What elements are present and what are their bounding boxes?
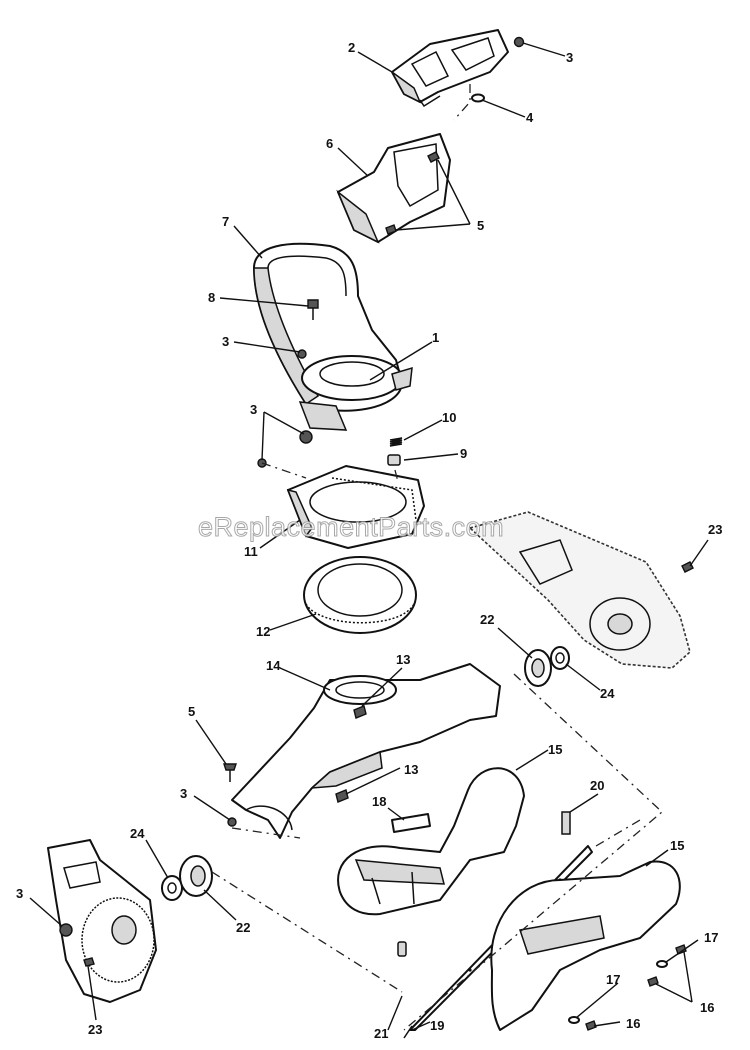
part-23-screw — [83, 957, 95, 967]
callout-17: 17 — [704, 930, 718, 945]
part-22-bearing — [179, 855, 213, 897]
callout-9: 9 — [460, 446, 467, 461]
part-12-chute-ring — [303, 556, 417, 634]
callout-16: 16 — [700, 1000, 714, 1015]
part-17-washer — [568, 960, 668, 1024]
callout-10: 10 — [442, 410, 456, 425]
callout-21: 21 — [374, 1026, 388, 1041]
callout-22: 22 — [480, 612, 494, 627]
callout-11: 11 — [244, 544, 258, 559]
watermark-text: eReplacementParts.com — [198, 512, 504, 542]
assembly-center-lines — [211, 84, 663, 1031]
part-24-spacer — [550, 646, 570, 670]
part-9-pin — [387, 454, 401, 466]
part-7-chute — [253, 242, 413, 431]
callout-18: 18 — [372, 794, 386, 809]
callout-3: 3 — [250, 402, 257, 417]
part-22-bearing — [524, 649, 552, 687]
callout-17: 17 — [606, 972, 620, 987]
callout-15: 15 — [670, 838, 684, 853]
part-14-auger-housing — [231, 663, 501, 839]
callout-12: 12 — [256, 624, 270, 639]
callout-13: 13 — [396, 652, 410, 667]
callout-5: 5 — [188, 704, 195, 719]
right-side-plate-ghost — [468, 511, 691, 669]
callout-5: 5 — [477, 218, 484, 233]
part-18-key — [391, 813, 431, 833]
part-10-spring — [389, 437, 403, 447]
callout-1: 1 — [432, 330, 439, 345]
part-3-nut — [59, 923, 73, 937]
callout-3: 3 — [222, 334, 229, 349]
callout-23: 23 — [88, 1022, 102, 1037]
callout-leader-lines — [29, 42, 709, 1031]
callout-8: 8 — [208, 290, 215, 305]
part-16-screw — [585, 944, 687, 1031]
callout-labels: 2 3 4 6 5 7 8 3 1 3 10 9 11 12 23 22 24 … — [16, 40, 722, 1041]
left-side-plate — [47, 839, 157, 1003]
callout-19: 19 — [430, 1018, 444, 1033]
part-6-chute-deflector-lower — [336, 133, 451, 244]
callout-2: 2 — [348, 40, 355, 55]
callout-14: 14 — [266, 658, 281, 673]
part-15-auger-lower — [490, 860, 681, 1031]
callout-3: 3 — [566, 50, 573, 65]
callout-13: 13 — [404, 762, 418, 777]
part-2-chute-deflector — [391, 29, 509, 108]
part-4-washer — [471, 93, 485, 103]
callout-6: 6 — [326, 136, 333, 151]
part-5-bolt — [385, 151, 440, 235]
callout-23: 23 — [708, 522, 722, 537]
part-13-bolt — [335, 705, 367, 803]
callout-24: 24 — [600, 686, 615, 701]
callout-20: 20 — [590, 778, 604, 793]
part-3-nut — [513, 36, 525, 48]
part-15-auger — [337, 767, 525, 916]
callout-4: 4 — [526, 110, 534, 125]
callout-3: 3 — [16, 886, 23, 901]
part-5-bolt — [223, 763, 237, 782]
callout-22: 22 — [236, 920, 250, 935]
callout-3: 3 — [180, 786, 187, 801]
part-11-ring-gear — [286, 465, 425, 549]
callout-15: 15 — [548, 742, 562, 757]
callout-24: 24 — [130, 826, 145, 841]
part-21-pin — [397, 941, 407, 957]
callout-7: 7 — [222, 214, 229, 229]
part-20-key — [561, 811, 571, 835]
callout-16: 16 — [626, 1016, 640, 1031]
part-24-spacer — [161, 875, 183, 901]
